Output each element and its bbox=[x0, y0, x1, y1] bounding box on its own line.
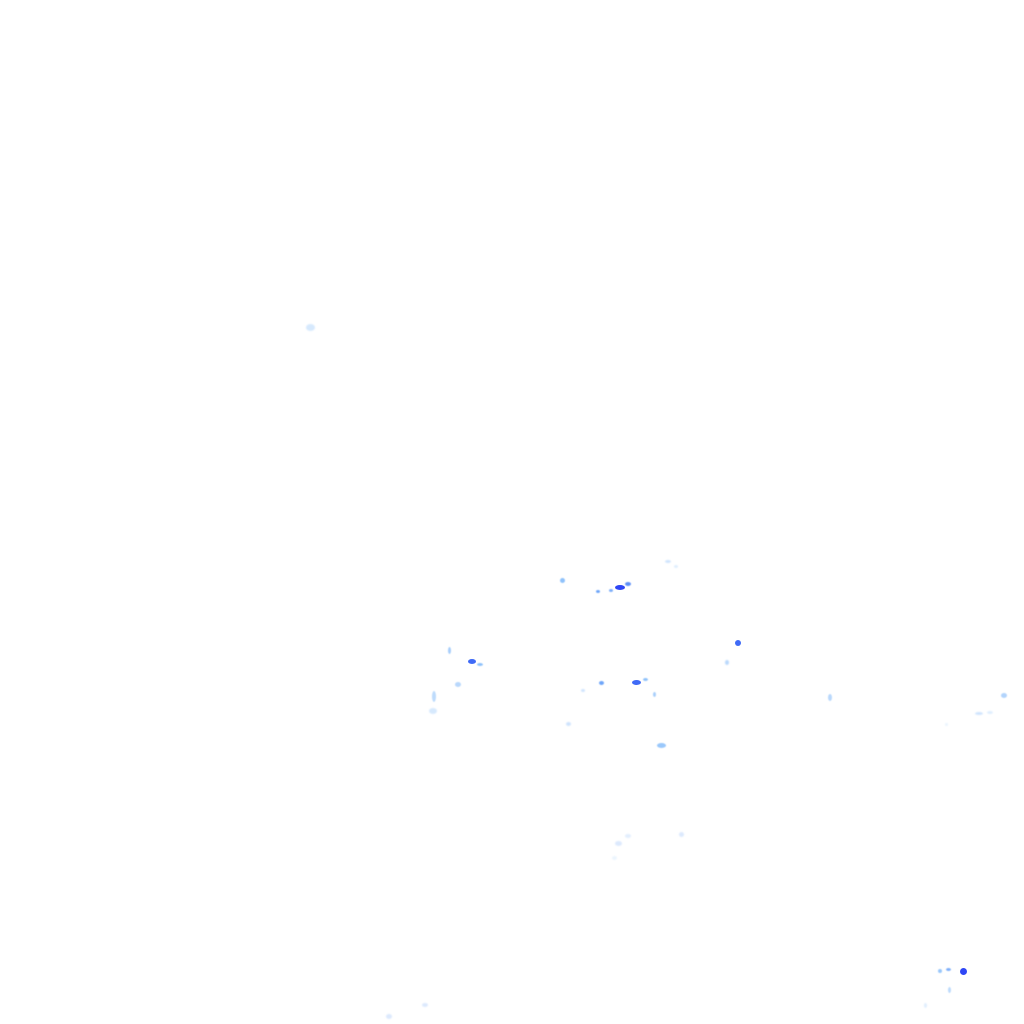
speckle-mark bbox=[455, 681, 461, 687]
speckle-mark bbox=[477, 662, 483, 666]
speckle-mark bbox=[614, 840, 622, 846]
speckle-mark bbox=[678, 831, 684, 837]
speckle-mark bbox=[656, 742, 666, 748]
speckle-mark bbox=[947, 987, 951, 993]
speckle-mark bbox=[959, 967, 967, 975]
speckle-mark bbox=[596, 589, 600, 593]
speckle-mark bbox=[611, 856, 617, 860]
speckle-mark bbox=[828, 693, 832, 701]
speckle-mark bbox=[432, 690, 436, 702]
speckle-mark bbox=[987, 710, 993, 714]
speckle-mark bbox=[665, 559, 671, 563]
speckle-mark bbox=[725, 659, 729, 665]
speckle-mark bbox=[447, 646, 451, 654]
speckle-mark bbox=[945, 967, 951, 971]
speckle-mark bbox=[735, 640, 741, 646]
speckle-mark bbox=[429, 708, 437, 714]
speckle-mark bbox=[559, 577, 565, 583]
speckle-mark bbox=[975, 711, 983, 715]
speckle-mark bbox=[609, 588, 613, 592]
speckle-mark bbox=[615, 584, 625, 590]
speckle-mark bbox=[652, 691, 656, 697]
speckle-mark bbox=[938, 969, 942, 973]
speckle-mark bbox=[944, 722, 948, 726]
speckle-mark bbox=[625, 582, 631, 586]
speckle-mark bbox=[598, 681, 604, 685]
speckle-mark bbox=[642, 677, 648, 681]
speckle-mark bbox=[305, 323, 315, 331]
speckle-mark bbox=[422, 1003, 428, 1007]
speckle-mark bbox=[468, 658, 476, 664]
speckle-mark bbox=[581, 688, 585, 692]
speckle-mark bbox=[565, 722, 571, 726]
speckle-mark bbox=[923, 1002, 927, 1008]
speckle-mark bbox=[631, 679, 641, 685]
speckle-mark bbox=[674, 564, 678, 568]
speckle-mark bbox=[1001, 692, 1007, 698]
speckle-mark bbox=[625, 834, 631, 838]
speckle-mark bbox=[386, 1013, 392, 1019]
